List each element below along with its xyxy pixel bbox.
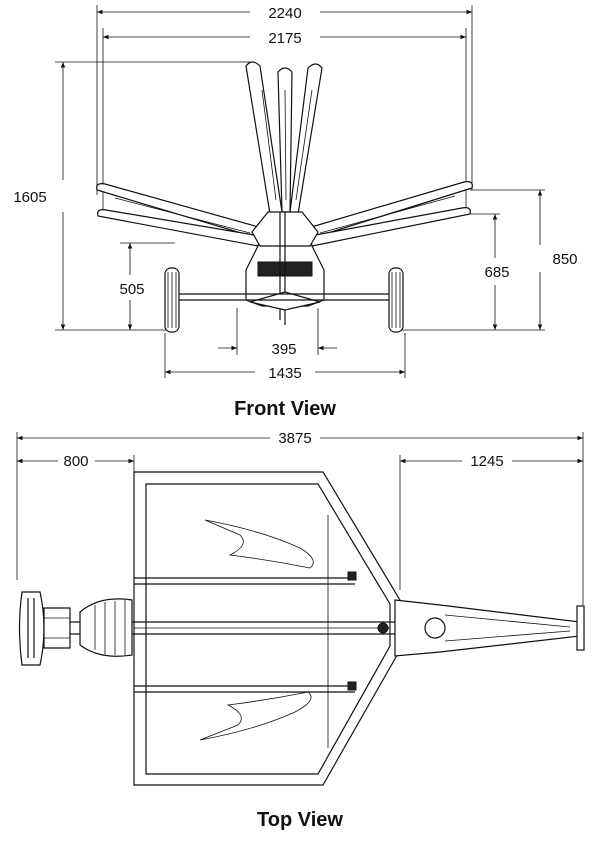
- front-dimension-lines: [60, 9, 543, 375]
- top-wing: [133, 471, 401, 786]
- dim-wing-height-right: 685: [484, 264, 509, 281]
- dim-overall-length: 3875: [278, 430, 311, 447]
- dim-nose-offset: 1245: [470, 453, 503, 470]
- top-view: 3875 800 1245: [16, 430, 585, 831]
- front-landing-gear: [164, 267, 404, 333]
- top-dimension-lines: [17, 435, 583, 464]
- dim-overall-width: 2240: [268, 5, 301, 22]
- dim-folded-width: 2175: [268, 30, 301, 47]
- top-view-title: Top View: [257, 809, 343, 831]
- front-body: [245, 211, 325, 325]
- front-view-title: Front View: [234, 398, 336, 420]
- dim-track-width: 1435: [268, 365, 301, 382]
- dim-wing-height-left: 505: [119, 281, 144, 298]
- dim-height: 1605: [13, 189, 46, 206]
- front-view: 2240 2175 1605 505 685 850 395 1435: [13, 5, 578, 420]
- front-rotor-blades: [96, 61, 473, 247]
- dim-tip-height-right: 850: [552, 251, 577, 268]
- top-tail: [18, 591, 71, 666]
- front-extension-lines: [55, 5, 545, 378]
- dim-hub-width: 395: [271, 341, 296, 358]
- top-fuselage: [45, 598, 585, 657]
- dim-tail-offset: 800: [63, 453, 88, 470]
